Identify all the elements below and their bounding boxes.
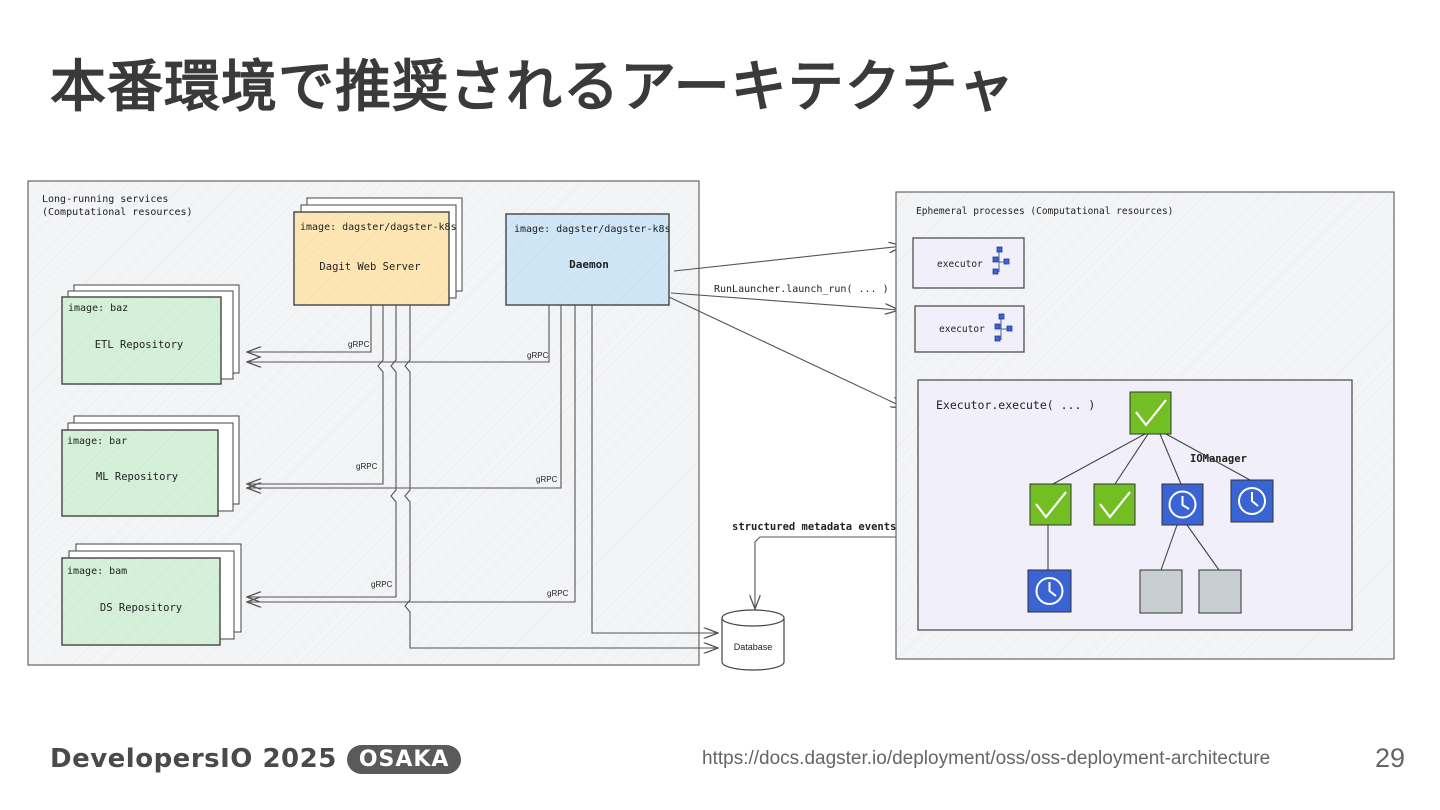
- slide-title: 本番環境で推奨されるアーキテクチャ: [50, 55, 1016, 120]
- daemon-name: Daemon: [569, 258, 609, 271]
- iomanager-label: IOManager: [1190, 453, 1247, 465]
- brand-badge: OSAKA: [346, 744, 462, 774]
- graph-icon: [994, 313, 1013, 342]
- task-pending-node: [1230, 479, 1274, 523]
- repo-etl-image: image: baz: [68, 303, 128, 314]
- daemon-image: image: dagster/dagster-k8s: [514, 224, 671, 235]
- task-success-node: [1029, 483, 1072, 526]
- task-success-node: [1093, 483, 1136, 526]
- long-running-title: Long-running services: [42, 194, 168, 205]
- metadata-events-arrow: [755, 536, 918, 609]
- task-idle-node: [1139, 569, 1183, 614]
- repo-ds-image: image: bam: [67, 566, 127, 577]
- repo-ml-name: ML Repository: [96, 471, 178, 483]
- grpc-labels: gRPC gRPC gRPC gRPC gRPC gRPC: [348, 340, 569, 598]
- executor-box: executor: [912, 237, 1025, 289]
- ephemeral-title: Ephemeral processes (Computational resou…: [916, 206, 1173, 217]
- executor-label: executor: [937, 259, 983, 270]
- task-success-node: [1129, 391, 1172, 435]
- grpc-label: gRPC: [547, 589, 569, 598]
- repo-etl: image: baz ETL Repository: [61, 284, 240, 385]
- daemon-box: image: dagster/dagster-k8s Daemon: [505, 213, 671, 306]
- page-number: 29: [1375, 743, 1406, 773]
- webserver-box: image: dagster/dagster-k8s Dagit Web Ser…: [293, 197, 463, 306]
- grpc-connections: [247, 305, 718, 648]
- executor-label: executor: [939, 324, 985, 335]
- database-label: Database: [734, 642, 773, 652]
- footer-brand: DevelopersIO 2025 OSAKA: [50, 744, 462, 774]
- task-pending-node: [1027, 569, 1072, 613]
- grpc-label: gRPC: [356, 462, 378, 471]
- graph-icon: [992, 246, 1010, 275]
- grpc-label: gRPC: [536, 475, 558, 484]
- grpc-label: gRPC: [348, 340, 370, 349]
- grpc-label: gRPC: [371, 580, 393, 589]
- grpc-label: gRPC: [527, 351, 549, 360]
- executor-box: executor: [914, 305, 1025, 353]
- repo-etl-name: ETL Repository: [95, 339, 184, 351]
- run-launcher-label: RunLauncher.launch_run( ... ): [714, 284, 889, 295]
- repo-ds-name: DS Repository: [100, 602, 182, 614]
- repo-ml-image: image: bar: [67, 436, 127, 447]
- run-launcher-arrows: [668, 246, 905, 408]
- task-pending-node: [1161, 483, 1204, 526]
- long-running-subtitle: (Computational resources): [42, 207, 193, 218]
- execute-label: Executor.execute( ... ): [936, 398, 1095, 412]
- brand-name: DevelopersIO 2025: [50, 744, 337, 774]
- task-idle-node: [1198, 569, 1242, 614]
- database-cylinder: Database: [721, 609, 785, 671]
- repo-ml: image: bar ML Repository: [61, 415, 240, 517]
- execute-box: Executor.execute( ... ) IOManager: [917, 379, 1353, 631]
- webserver-name: Dagit Web Server: [319, 261, 420, 273]
- webserver-image: image: dagster/dagster-k8s: [300, 222, 457, 233]
- metadata-events-label: structured metadata events: [732, 521, 896, 533]
- source-url: https://docs.dagster.io/deployment/oss/o…: [702, 748, 1271, 769]
- repo-ds: image: bam DS Repository: [61, 543, 242, 646]
